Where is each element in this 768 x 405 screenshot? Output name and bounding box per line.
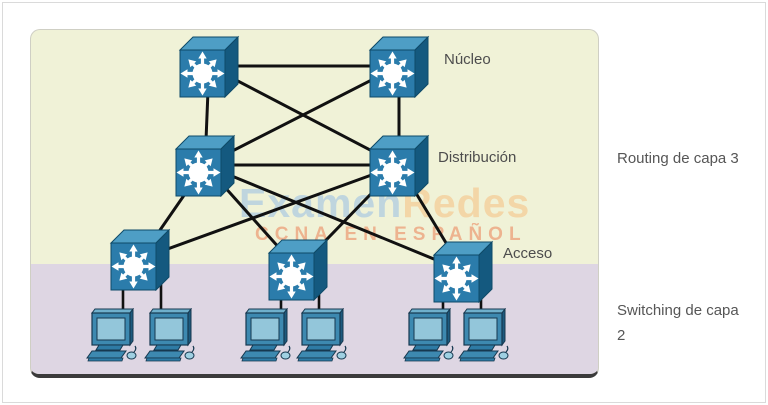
pc-5 — [401, 308, 457, 363]
switch-icon — [367, 133, 431, 197]
network-topology-diagram: ExamenRedes CCNA EN ESPAÑOL — [30, 29, 599, 378]
switching-layer2-annotation: Switching de capa 2 — [617, 302, 739, 344]
switch-icon — [266, 237, 330, 301]
core-layer-label: Núcleo — [444, 51, 491, 68]
pc-icon — [401, 308, 457, 363]
switch-icon — [108, 227, 172, 291]
pc-icon — [456, 308, 512, 363]
link-core2-dist1 — [203, 64, 401, 167]
access-layer-label: Acceso — [503, 245, 553, 262]
pc-icon — [294, 308, 350, 363]
distribution-switch-1 — [173, 133, 237, 197]
pc-4 — [294, 308, 350, 363]
distribution-switch-2 — [367, 133, 431, 197]
pc-6 — [456, 308, 512, 363]
switch-icon — [431, 239, 495, 303]
core-switch-2 — [367, 34, 431, 98]
switch-icon — [367, 34, 431, 98]
core-switch-1 — [177, 34, 241, 98]
pc-icon — [84, 308, 140, 363]
pc-icon — [142, 308, 198, 363]
access-switch-3 — [431, 239, 495, 303]
pc-3 — [238, 308, 294, 363]
pc-2 — [142, 308, 198, 363]
link-dist1-access3 — [203, 163, 465, 273]
pc-1 — [84, 308, 140, 363]
access-switch-1 — [108, 227, 172, 291]
routing-layer3-annotation: Routing de capa 3 — [617, 150, 739, 167]
switch-icon — [173, 133, 237, 197]
access-switch-2 — [266, 237, 330, 301]
switch-icon — [177, 34, 241, 98]
link-dist2-access1 — [138, 163, 401, 261]
pc-icon — [238, 308, 294, 363]
distribution-layer-label: Distribución — [438, 149, 517, 166]
